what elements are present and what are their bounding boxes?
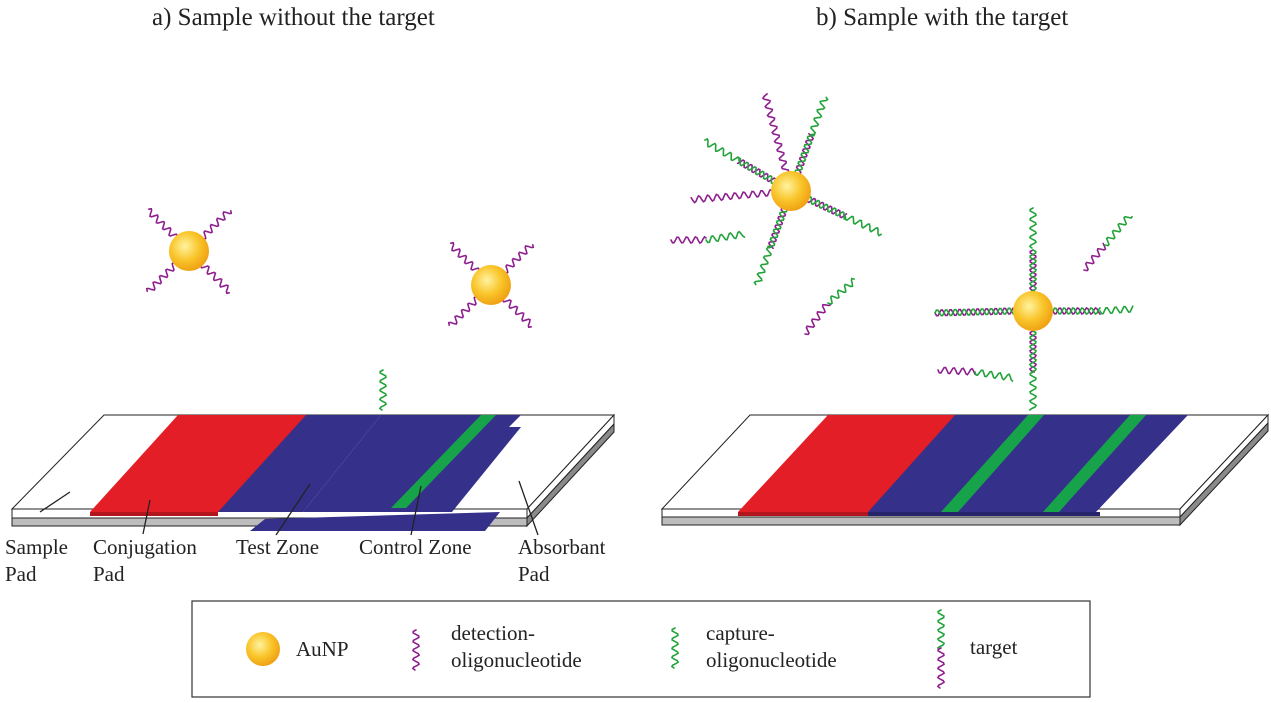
free-target-b2-detection <box>804 303 832 336</box>
label-sample-pad-line1: Sample <box>5 535 68 559</box>
aunp-b1-capture-tail-2 <box>844 215 882 237</box>
aunp-a2-detection-oligo-2 <box>501 296 532 329</box>
aunp-b1-hybrid-3-capture <box>767 207 788 248</box>
strip-b-control-line <box>1043 415 1146 512</box>
conjugation-pad-leader <box>142 499 151 535</box>
label-absorbant-pad-line1: Absorbant <box>518 535 606 559</box>
aunp-a1 <box>169 231 209 271</box>
legend-aunp-icon <box>246 632 280 666</box>
strip-b <box>660 413 1270 527</box>
aunp-a2-detection-oligo-3 <box>447 295 480 326</box>
particle-layer <box>145 93 1134 411</box>
legend-detection-label-line2: oligonucleotide <box>451 648 582 672</box>
sample-pad-leader <box>39 491 71 513</box>
aunp-a2-detection-oligo-1 <box>502 244 535 275</box>
aunp-b1-capture-tail-3 <box>753 246 772 286</box>
label-sample-pad-line2: Pad <box>5 562 37 586</box>
aunp-b1-detection-oligo-1 <box>690 189 774 204</box>
strip-a-control-line <box>391 415 496 508</box>
aunp-b1-hybrid-2-capture <box>806 195 845 220</box>
aunp-a1-detection-oligo-0 <box>148 207 179 240</box>
label-conjugation-pad-line2: Pad <box>93 562 125 586</box>
aunp-b2-right-capture <box>1099 305 1134 315</box>
legend-capture-icon <box>670 627 680 669</box>
aunp-a2 <box>471 265 511 305</box>
aunp-b1-detection-oligo-0 <box>761 93 790 175</box>
free-target-b3-capture <box>1104 215 1133 247</box>
aunp-b1-hybrid-2-detection <box>806 197 848 219</box>
aunp-b2-top-hybrid-detection <box>1028 249 1038 292</box>
panel-a-title: a) Sample without the target <box>152 4 435 31</box>
legend-capture-label-line2: oligonucleotide <box>706 648 837 672</box>
absorbant-pad-leader <box>518 480 539 536</box>
aunp-b2-left-hybrid-capture <box>934 307 1014 317</box>
legend-detection-label-line1: detection- <box>451 621 535 645</box>
strip-a-conjugation-pad <box>90 415 306 512</box>
aunp-b2-top-hybrid-capture <box>1028 249 1038 292</box>
legend-detection-icon <box>411 629 421 671</box>
aunp-b2-top-capture <box>1028 207 1038 249</box>
aunp-a1-detection-oligo-3 <box>145 261 178 292</box>
free-target-b3-detection <box>1083 242 1107 272</box>
legend-aunp-label: AuNP <box>296 637 349 661</box>
label-test-zone: Test Zone <box>236 535 319 559</box>
aunp-b1-hybrid-1-capture <box>794 134 815 175</box>
legend-icons <box>246 609 946 689</box>
strip-a <box>10 413 616 536</box>
aunp-b1-capture-tail-1 <box>810 96 829 136</box>
aunp-b1-capture-tail-0 <box>704 137 740 162</box>
free-target-b1-detection <box>670 235 707 245</box>
aunp-b2-bottom-hybrid-capture <box>1028 330 1038 373</box>
aunp-b1-hybrid-0-detection <box>736 159 777 183</box>
legend-capture-label-line1: capture- <box>706 621 775 645</box>
panel-b-title: b) Sample with the target <box>816 4 1068 31</box>
label-conjugation-pad-line1: Conjugation <box>93 535 197 559</box>
aunp-a2-detection-oligo-0 <box>450 241 481 274</box>
aunp-a1-detection-oligo-1 <box>200 210 233 241</box>
aunp-b2-anchor-capture <box>1028 371 1038 411</box>
label-absorbant-pad-line2: Pad <box>518 562 550 586</box>
aunp-b2 <box>1013 291 1053 331</box>
legend-target-icon-bottom <box>936 647 946 689</box>
aunp-b1-hybrid-1-detection <box>795 132 815 175</box>
aunp-b2-bottom-hybrid-detection <box>1028 330 1038 373</box>
aunp-a1-detection-oligo-2 <box>199 262 230 295</box>
strip-a-side-grey <box>526 422 615 528</box>
free-target-b2-capture <box>827 277 855 306</box>
test-zone-leader <box>275 483 311 536</box>
aunp-b2-right-hybrid-detection <box>1052 306 1101 316</box>
strip-b-conjugation-pad <box>738 415 955 512</box>
strip-b-front-grey <box>661 516 1181 526</box>
aunp-b1-hybrid-3-detection <box>767 207 787 250</box>
strip-b-side-grey <box>1179 421 1269 527</box>
free-target-b1-capture <box>705 230 746 244</box>
legend-target-icon-top <box>936 609 946 649</box>
label-control-zone: Control Zone <box>359 535 472 559</box>
free-capture-oligo-a <box>378 369 388 411</box>
control-zone-leader <box>410 485 422 536</box>
strip-a-membrane-underlap <box>250 512 500 531</box>
aunp-b2-left-hybrid-detection <box>934 307 1014 317</box>
legend-target-label: target <box>970 635 1018 659</box>
free-target-b4-capture <box>974 369 1014 382</box>
strip-b-test-line <box>941 415 1044 512</box>
aunp-b2-right-hybrid-capture <box>1052 306 1101 316</box>
free-target-b4-detection <box>937 366 976 376</box>
aunp-b1 <box>771 171 811 211</box>
aunp-b1-hybrid-0-capture <box>739 157 777 185</box>
